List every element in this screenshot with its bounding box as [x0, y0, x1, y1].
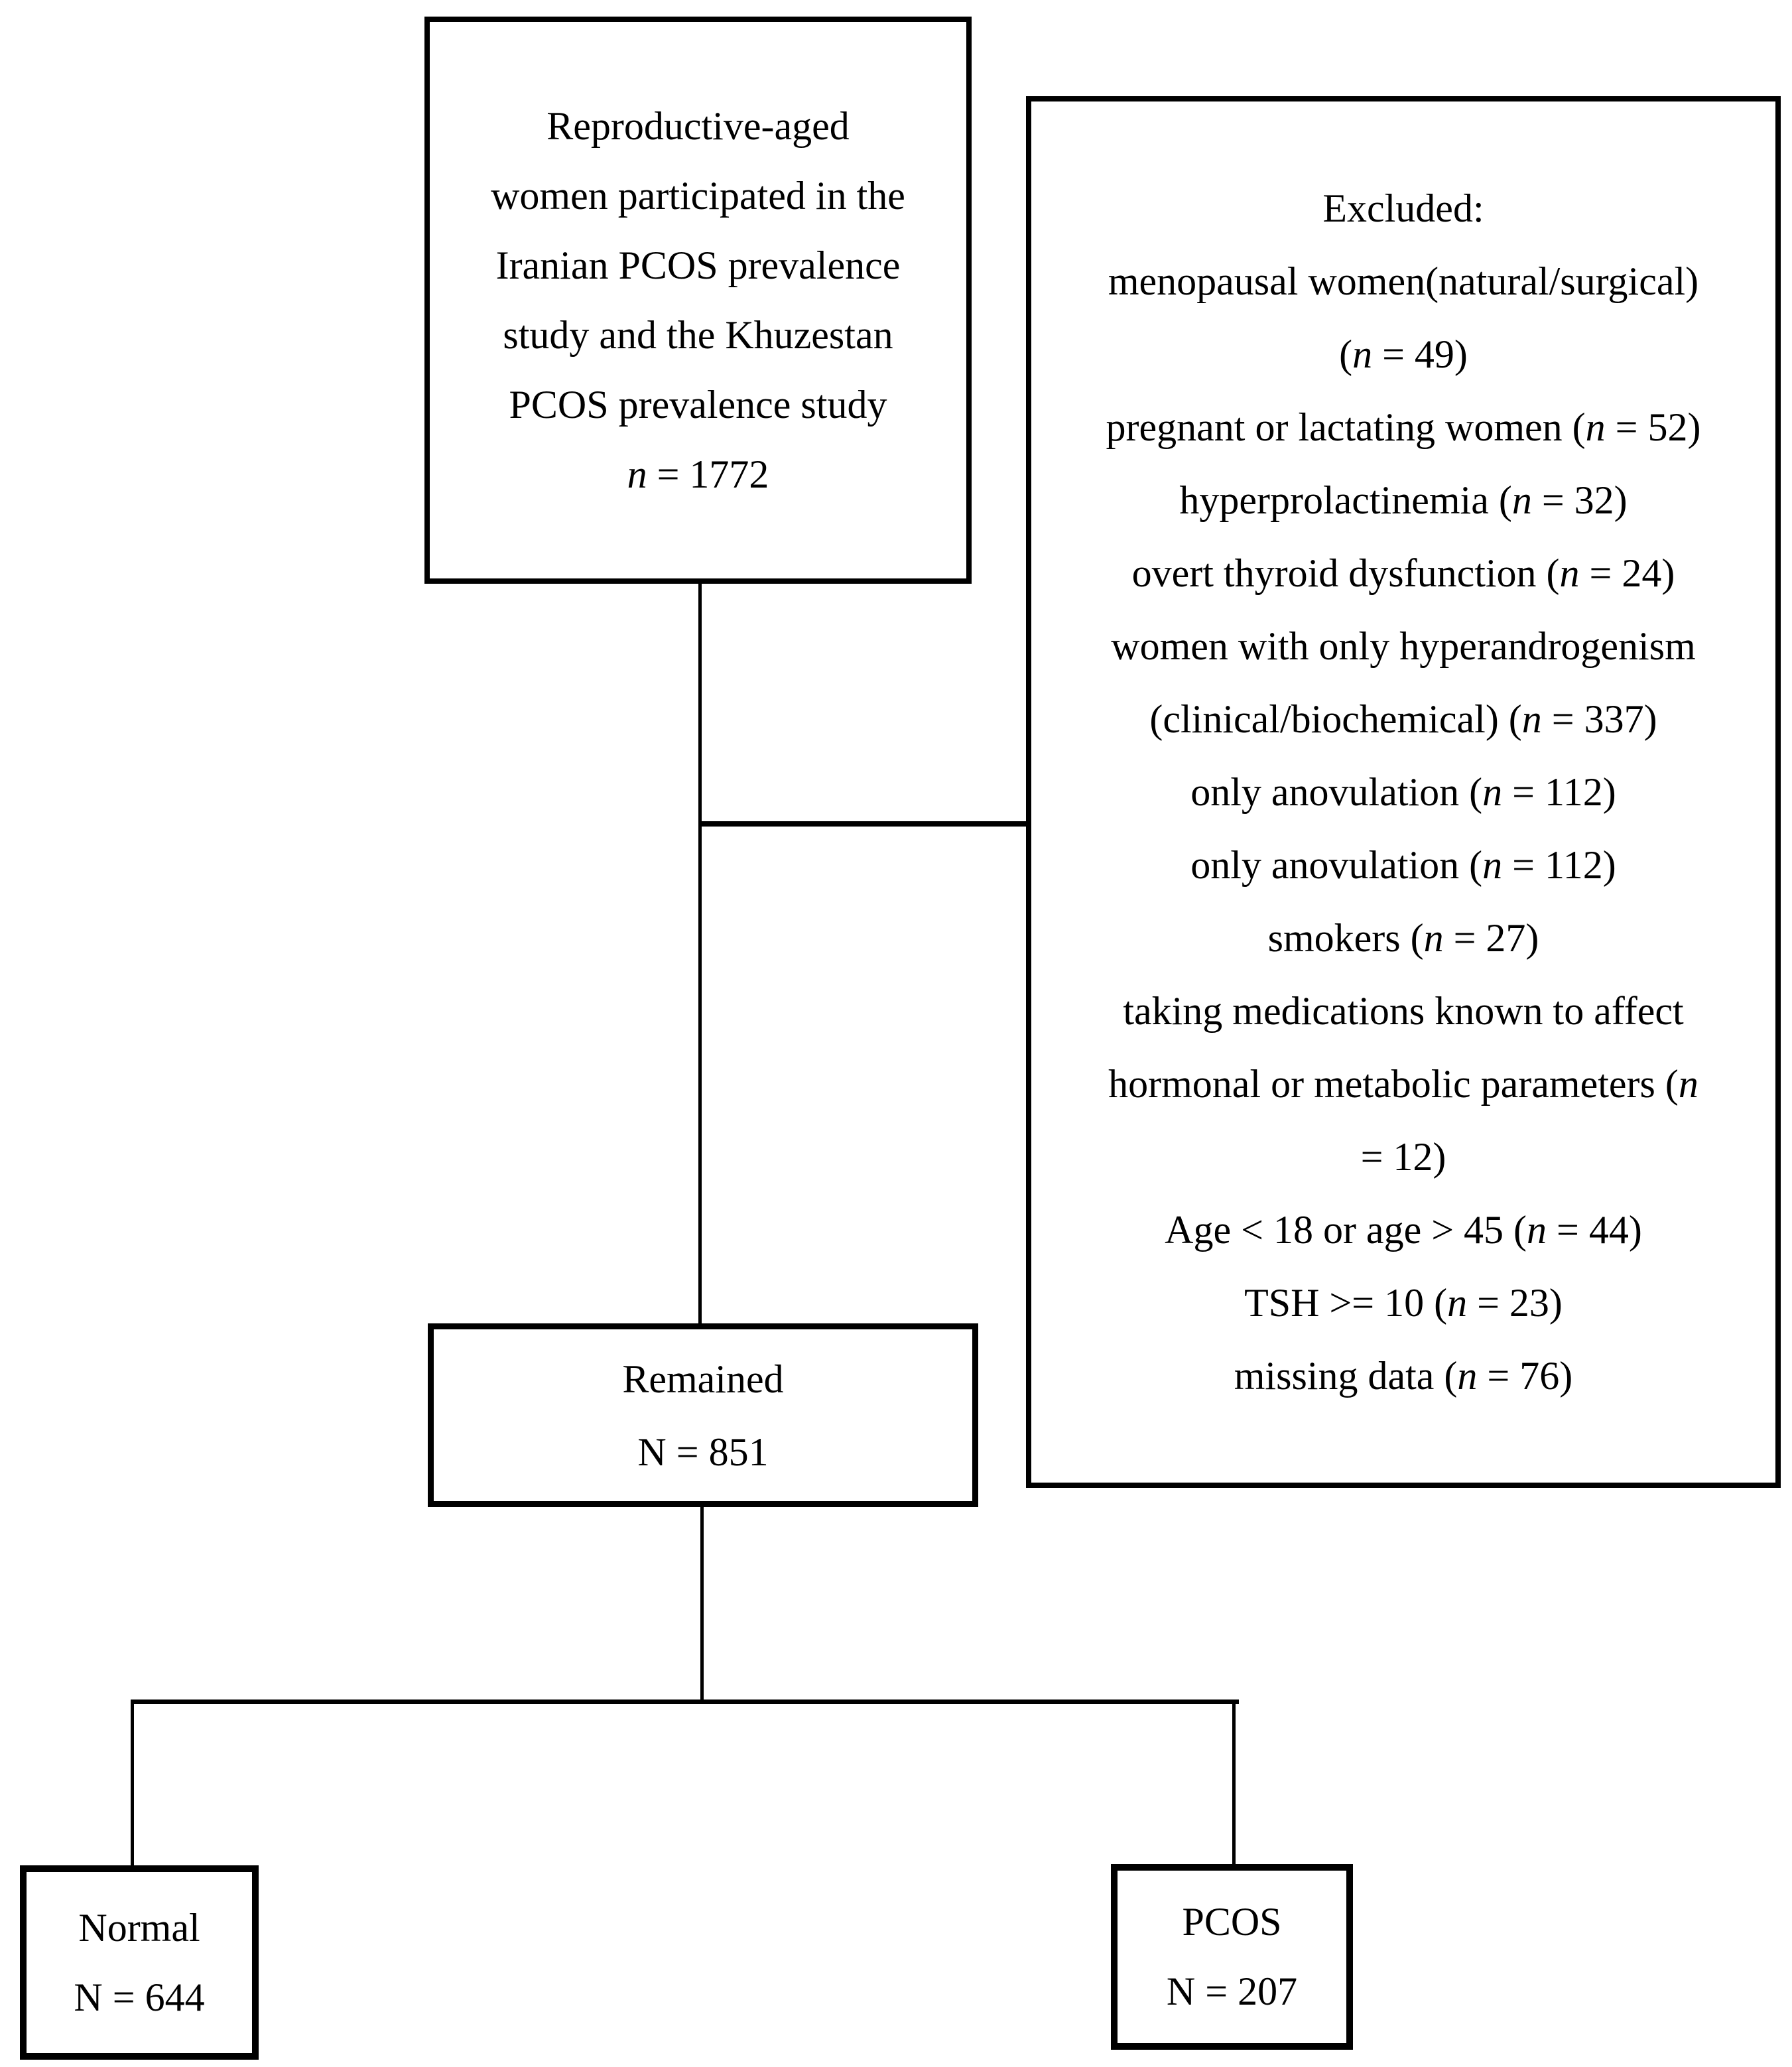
text-line: TSH >= 10 (n = 23): [1244, 1281, 1563, 1325]
connector-branch-horizontal: [131, 1700, 1239, 1704]
text-line: study and the Khuzestan: [503, 312, 893, 357]
text-line: Reproductive-aged: [546, 103, 850, 148]
text-line: missing data (n = 76): [1234, 1354, 1573, 1398]
text-line: taking medications known to affect: [1123, 989, 1684, 1033]
connector-branch-to-normal: [131, 1700, 134, 1868]
text-line: only anovulation (n = 112): [1190, 843, 1616, 887]
text-line: menopausal women(natural/surgical): [1108, 259, 1699, 303]
text-line: Normal: [78, 1905, 200, 1950]
text-line: only anovulation (n = 112): [1190, 770, 1616, 814]
text-line: = 12): [1360, 1135, 1446, 1179]
pcos-group-box: PCOS N = 207: [1111, 1864, 1353, 2050]
text-line: Remained: [622, 1357, 784, 1401]
connector-branch-to-pcos: [1232, 1700, 1236, 1867]
text-line: smokers (n = 27): [1267, 916, 1539, 960]
text-line: Excluded:: [1322, 186, 1484, 230]
text-line: (clinical/biochemical) (n = 337): [1149, 697, 1657, 741]
text-line: (n = 49): [1339, 332, 1468, 376]
text-line: pregnant or lactating women (n = 52): [1106, 405, 1701, 449]
text-line: hyperprolactinemia (n = 32): [1179, 478, 1628, 522]
connector-remained-to-branch: [700, 1504, 704, 1702]
text-line: Iranian PCOS prevalence: [495, 243, 901, 287]
text-line: women participated in the: [491, 173, 905, 218]
text-line: hormonal or metabolic parameters (n: [1108, 1062, 1698, 1106]
source-population-box: Reproductive-aged women participated in t…: [424, 17, 972, 584]
text-line: PCOS prevalence study: [509, 382, 887, 427]
connector-source-to-remained: [698, 582, 702, 1325]
normal-group-box: Normal N = 644: [20, 1865, 259, 2060]
text-line: PCOS: [1182, 1900, 1282, 1944]
text-line: overt thyroid dysfunction (n = 24): [1131, 551, 1675, 595]
remained-box: Remained N = 851: [428, 1323, 978, 1507]
excluded-box: Excluded: menopausal women(natural/surgic…: [1026, 96, 1781, 1488]
connector-to-excluded: [698, 821, 1029, 827]
text-line: N = 207: [1166, 1969, 1298, 2013]
text-line: women with only hyperandrogenism: [1111, 624, 1696, 668]
text-line: n = 1772: [627, 452, 769, 496]
text-line: N = 851: [637, 1430, 769, 1474]
text-line: N = 644: [74, 1975, 205, 2019]
text-line: Age < 18 or age > 45 (n = 44): [1165, 1208, 1642, 1252]
